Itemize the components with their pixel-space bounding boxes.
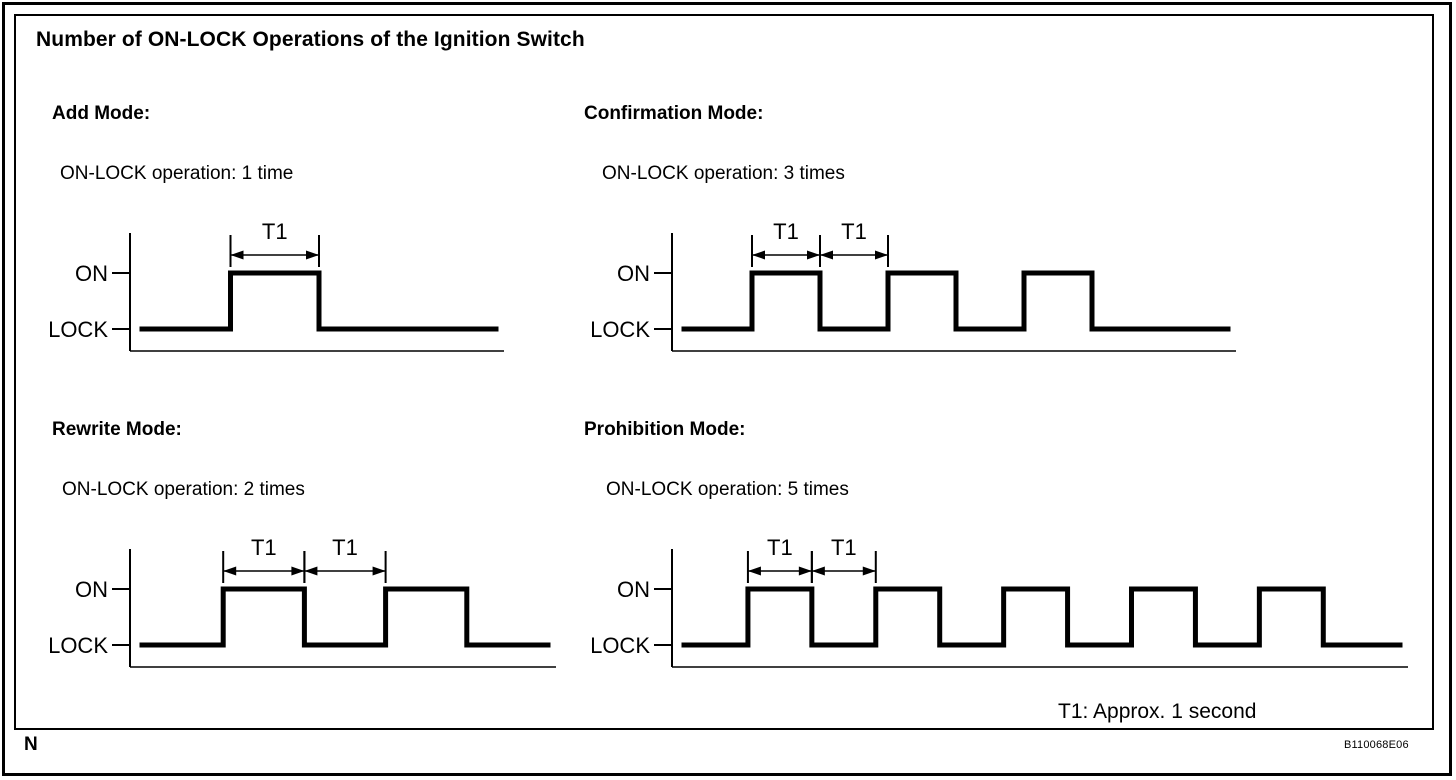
- waveform-confirmation-mode: ON LOCK T1 T1: [592, 217, 1242, 362]
- t1-interval-label: T1: [332, 535, 358, 560]
- panel-add-mode: Add Mode: ON-LOCK operation: 1 time ON LO…: [50, 103, 510, 362]
- waveform-svg: ON LOCK T1: [50, 219, 504, 352]
- panel-confirmation-mode: Confirmation Mode: ON-LOCK operation: 3 …: [584, 103, 1242, 362]
- t1-arrowhead-right: [807, 250, 820, 260]
- t1-arrowhead-left: [752, 250, 765, 260]
- t1-arrowhead-right: [862, 566, 876, 576]
- waveform-svg: ON LOCK T1 T1: [592, 219, 1236, 352]
- t1-interval-label: T1: [841, 219, 867, 244]
- panel-rewrite-mode: Rewrite Mode: ON-LOCK operation: 2 times…: [50, 419, 562, 678]
- lock-level-label: LOCK: [50, 317, 108, 342]
- t1-arrowhead-left: [747, 566, 761, 576]
- t1-interval-label: T1: [773, 219, 799, 244]
- t1-arrowhead-right: [798, 566, 812, 576]
- waveform-prohibition-mode: ON LOCK T1 T1: [592, 533, 1414, 678]
- waveform-svg: ON LOCK T1 T1: [50, 535, 556, 668]
- panel-add-mode-operation: ON-LOCK operation: 1 time: [60, 163, 294, 184]
- t1-arrowhead-left: [223, 566, 237, 576]
- t1-interval-marker: T1: [303, 535, 387, 583]
- panel-prohibition-mode: Prohibition Mode: ON-LOCK operation: 5 t…: [584, 419, 1414, 678]
- t1-arrowhead-right: [291, 566, 305, 576]
- on-level-label: ON: [75, 261, 108, 286]
- panel-prohibition-mode-title: Prohibition Mode:: [584, 419, 746, 440]
- t1-arrowhead-left: [811, 566, 825, 576]
- waveform-svg: ON LOCK T1 T1: [592, 535, 1408, 668]
- t1-interval-label: T1: [831, 535, 857, 560]
- waveform-add-mode: ON LOCK T1: [50, 217, 510, 362]
- t1-interval-marker: T1: [751, 219, 821, 267]
- panel-prohibition-mode-operation: ON-LOCK operation: 5 times: [606, 479, 849, 500]
- lock-level-label: LOCK: [50, 633, 108, 658]
- t1-duration-note: T1: Approx. 1 second: [1058, 700, 1257, 723]
- signal-trace: [139, 586, 551, 648]
- t1-arrowhead-right: [372, 566, 386, 576]
- t1-interval-label: T1: [262, 219, 288, 244]
- panel-add-mode-title: Add Mode:: [52, 103, 151, 124]
- on-level-label: ON: [75, 577, 108, 602]
- lock-level-label: LOCK: [592, 633, 650, 658]
- panel-rewrite-mode-title: Rewrite Mode:: [52, 419, 182, 440]
- figure-title: Number of ON-LOCK Operations of the Igni…: [36, 28, 585, 51]
- on-level-label: ON: [617, 261, 650, 286]
- t1-interval-marker: T1: [229, 219, 320, 267]
- t1-interval-marker: T1: [810, 535, 877, 583]
- page-mark: N: [24, 734, 38, 755]
- t1-arrowhead-left: [304, 566, 318, 576]
- panel-confirmation-mode-title: Confirmation Mode:: [584, 103, 764, 124]
- t1-arrowhead-right: [306, 250, 319, 260]
- t1-interval-marker: T1: [819, 219, 889, 267]
- signal-trace: [139, 270, 499, 332]
- signal-trace: [681, 586, 1403, 648]
- figure-code-label: B110068E06: [1344, 739, 1409, 751]
- signal-trace: [681, 270, 1231, 332]
- panel-confirmation-mode-operation: ON-LOCK operation: 3 times: [602, 163, 845, 184]
- on-level-label: ON: [617, 577, 650, 602]
- t1-interval-marker: T1: [222, 535, 306, 583]
- lock-level-label: LOCK: [592, 317, 650, 342]
- t1-arrowhead-right: [875, 250, 888, 260]
- t1-arrowhead-left: [230, 250, 244, 260]
- t1-interval-marker: T1: [746, 535, 813, 583]
- waveform-rewrite-mode: ON LOCK T1 T1: [50, 533, 562, 678]
- t1-arrowhead-left: [820, 250, 833, 260]
- panel-rewrite-mode-operation: ON-LOCK operation: 2 times: [62, 479, 305, 500]
- t1-interval-label: T1: [251, 535, 277, 560]
- t1-interval-label: T1: [767, 535, 793, 560]
